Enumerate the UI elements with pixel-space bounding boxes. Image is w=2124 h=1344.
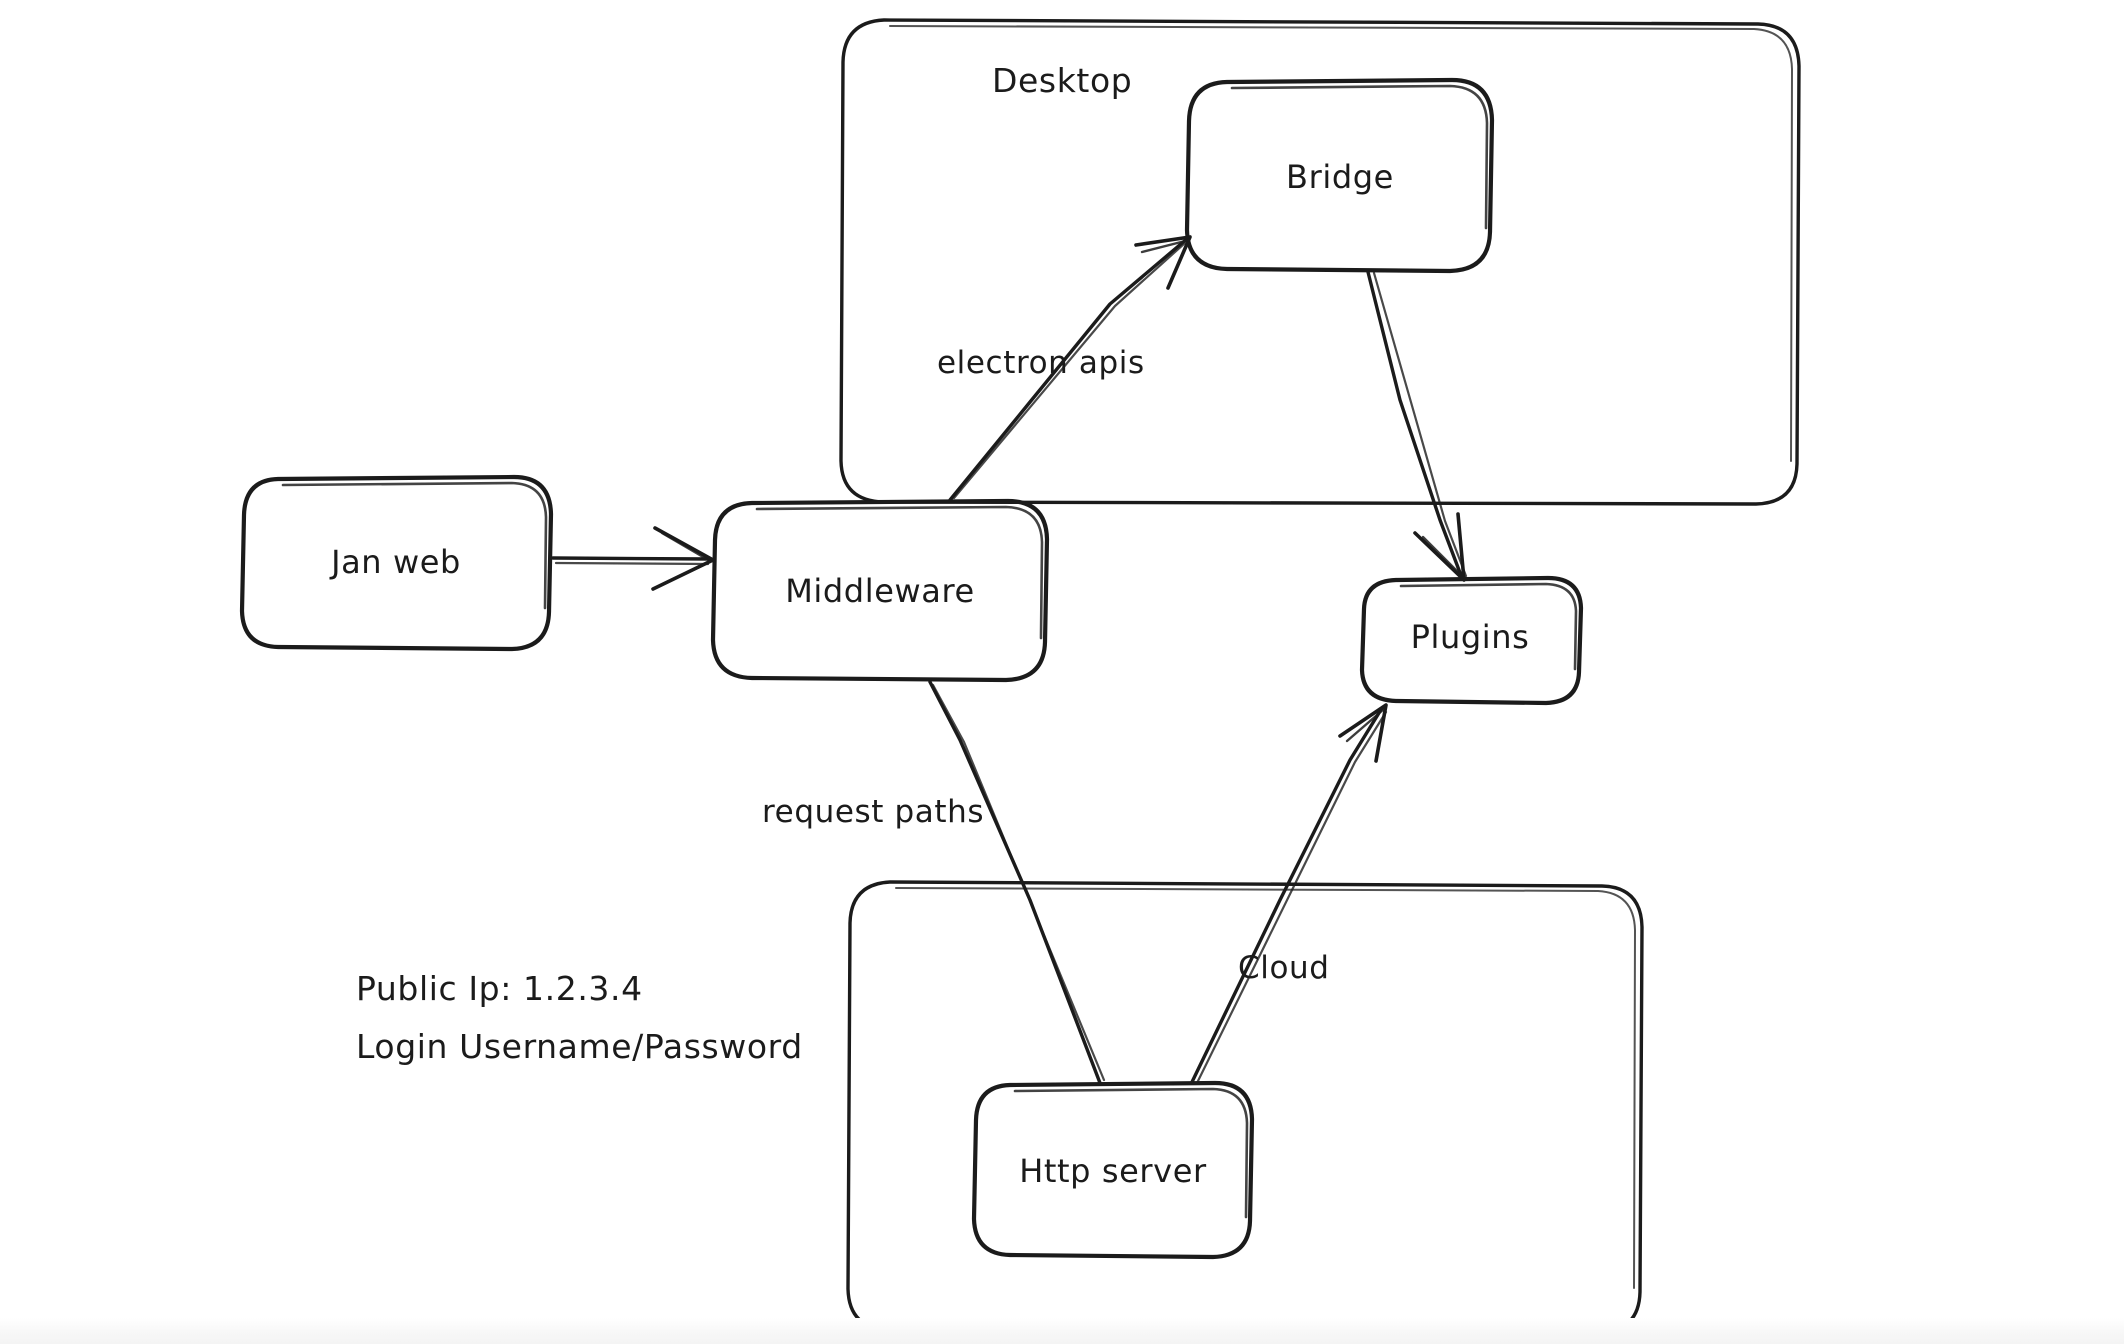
edge-httpserver-to-middleware-label: request paths: [762, 794, 984, 830]
node-jan-web-box-sketch: [281, 481, 548, 610]
node-jan-web-box: [239, 474, 554, 652]
edge-janweb-to-middleware-line: [551, 556, 713, 561]
group-desktop-outline-sketch: [889, 25, 1793, 462]
edge-httpserver-to-plugins-arrowhead: [1338, 703, 1388, 763]
node-bridge-box: [1184, 77, 1495, 274]
notes-block: Public Ip: 1.2.3.4 Login Username/Passwo…: [356, 969, 803, 1066]
edge-httpserver-to-plugins-line-sketch: [1195, 710, 1388, 1085]
node-plugins-label: Plugins: [1411, 618, 1530, 656]
edge-middleware-to-bridge-line: [948, 236, 1190, 502]
edge-middleware-to-bridge-line-sketch: [952, 241, 1187, 500]
node-jan-web-label: Jan web: [329, 543, 461, 581]
node-http-server-label: Http server: [1019, 1152, 1207, 1190]
node-plugins-box-sketch: [1399, 582, 1578, 671]
node-plugins-box: [1359, 575, 1584, 706]
note-public-ip: Public Ip: 1.2.3.4: [356, 969, 643, 1008]
node-http-server-box: [971, 1080, 1255, 1260]
edge-middleware-to-bridge-arrowhead-sketch: [1140, 238, 1191, 254]
group-desktop-label: Desktop: [992, 61, 1132, 100]
edge-bridge-to-plugins-arrowhead: [1413, 512, 1466, 582]
edge-httpserver-to-plugins-line: [1190, 706, 1384, 1084]
node-middleware-box: [710, 498, 1050, 683]
edge-middleware-to-bridge-arrowhead: [1134, 235, 1192, 290]
edge-middleware-to-bridge-label: electron apis: [937, 345, 1145, 381]
group-desktop[interactable]: Desktop: [839, 18, 1801, 506]
edge-httpserver-to-plugins-arrowhead-sketch: [1345, 707, 1386, 743]
edge-httpserver-to-plugins[interactable]: Cloud: [1190, 703, 1388, 1085]
edge-bridge-to-plugins[interactable]: [1366, 270, 1468, 582]
node-plugins[interactable]: Plugins: [1359, 575, 1584, 706]
node-bridge-label: Bridge: [1286, 158, 1394, 196]
edge-httpserver-to-middleware-line: [928, 680, 1102, 1085]
node-bridge-box-sketch: [1230, 84, 1489, 230]
node-middleware-label: Middleware: [785, 572, 975, 610]
group-cloud-outline-sketch: [895, 887, 1636, 1289]
group-desktop-outline: [839, 18, 1801, 506]
node-http-server-box-sketch: [1013, 1087, 1249, 1219]
note-login: Login Username/Password: [356, 1027, 803, 1066]
edge-bridge-to-plugins-arrowhead-sketch: [1421, 535, 1465, 579]
node-middleware-box-sketch: [755, 505, 1044, 640]
node-bridge[interactable]: Bridge: [1184, 77, 1495, 274]
edge-httpserver-to-middleware-line-sketch: [931, 683, 1106, 1082]
edge-middleware-to-bridge[interactable]: electron apis: [937, 235, 1192, 502]
group-cloud-label: Cloud: [1238, 950, 1330, 986]
edge-janweb-to-middleware-line-sketch: [554, 561, 710, 566]
node-middleware[interactable]: Middleware: [710, 498, 1050, 683]
node-jan-web[interactable]: Jan web: [239, 474, 554, 652]
edge-janweb-to-middleware-arrowhead-sketch: [660, 531, 712, 563]
edge-janweb-to-middleware-arrowhead: [651, 526, 715, 591]
edge-httpserver-to-middleware[interactable]: request paths: [762, 680, 1106, 1085]
edge-janweb-to-middleware[interactable]: [551, 526, 715, 591]
node-http-server[interactable]: Http server: [971, 1080, 1255, 1260]
edge-bridge-to-plugins-line: [1366, 270, 1464, 580]
edge-bridge-to-plugins-line-sketch: [1372, 271, 1468, 578]
